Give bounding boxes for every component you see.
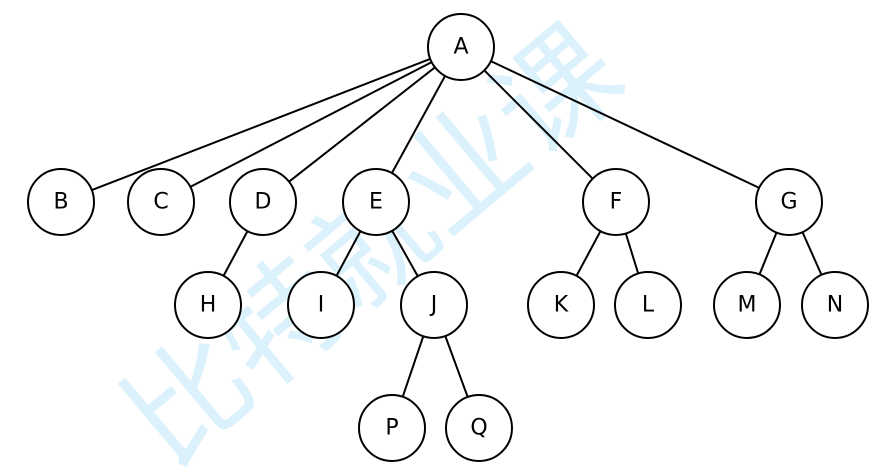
node-i: I: [287, 271, 355, 339]
edge-a-e: [391, 75, 446, 174]
node-p: P: [358, 394, 426, 462]
node-circle: [582, 168, 650, 236]
node-label: N: [827, 293, 843, 318]
node-f: F: [582, 168, 650, 236]
edge-j-p: [401, 335, 425, 398]
edge-f-l: [624, 233, 640, 274]
node-label: K: [554, 293, 569, 318]
node-circle: [445, 394, 513, 462]
edge-j-q: [444, 335, 469, 398]
node-circle: [527, 271, 595, 339]
node-b: B: [27, 168, 95, 236]
edge-e-i: [335, 230, 362, 277]
node-circle: [174, 271, 242, 339]
node-circle: [127, 168, 195, 236]
node-label: C: [153, 190, 168, 215]
edge-a-c: [189, 61, 433, 188]
node-circle: [287, 271, 355, 339]
node-label: Q: [470, 416, 487, 441]
edge-a-b: [91, 57, 431, 192]
node-label: L: [642, 293, 655, 318]
node-label: E: [369, 190, 383, 215]
node-circle: [801, 271, 869, 339]
node-e: E: [342, 168, 410, 236]
nodes-layer: A B C D E F G H I J K L M N P Q: [27, 13, 869, 462]
node-c: C: [127, 168, 195, 236]
edge-g-n: [801, 231, 823, 276]
node-label: I: [318, 293, 325, 318]
node-circle: [27, 168, 95, 236]
edge-g-m: [758, 232, 778, 275]
node-k: K: [527, 271, 595, 339]
node-circle: [427, 13, 495, 81]
node-label: H: [200, 293, 217, 318]
node-m: M: [713, 271, 781, 339]
edge-a-g: [490, 60, 760, 189]
node-circle: [614, 271, 682, 339]
node-circle: [400, 271, 468, 339]
edge-a-d: [288, 66, 436, 183]
node-g: G: [755, 168, 823, 236]
edge-e-j: [391, 230, 419, 277]
edge-f-k: [575, 230, 602, 277]
node-j: J: [400, 271, 468, 339]
edges-layer: [91, 57, 823, 398]
node-a: A: [427, 13, 495, 81]
node-label: F: [610, 190, 623, 215]
node-label: B: [53, 190, 68, 215]
node-circle: [229, 168, 297, 236]
edge-a-f: [483, 69, 594, 180]
node-label: P: [385, 416, 398, 441]
node-d: D: [229, 168, 297, 236]
node-circle: [713, 271, 781, 339]
node-label: J: [429, 293, 438, 318]
edge-d-h: [222, 230, 249, 277]
node-circle: [342, 168, 410, 236]
node-l: L: [614, 271, 682, 339]
node-h: H: [174, 271, 242, 339]
node-circle: [358, 394, 426, 462]
node-q: Q: [445, 394, 513, 462]
node-label: D: [255, 190, 272, 215]
node-n: N: [801, 271, 869, 339]
node-label: A: [453, 35, 468, 60]
node-label: M: [738, 293, 757, 318]
node-circle: [755, 168, 823, 236]
node-label: G: [780, 190, 797, 215]
